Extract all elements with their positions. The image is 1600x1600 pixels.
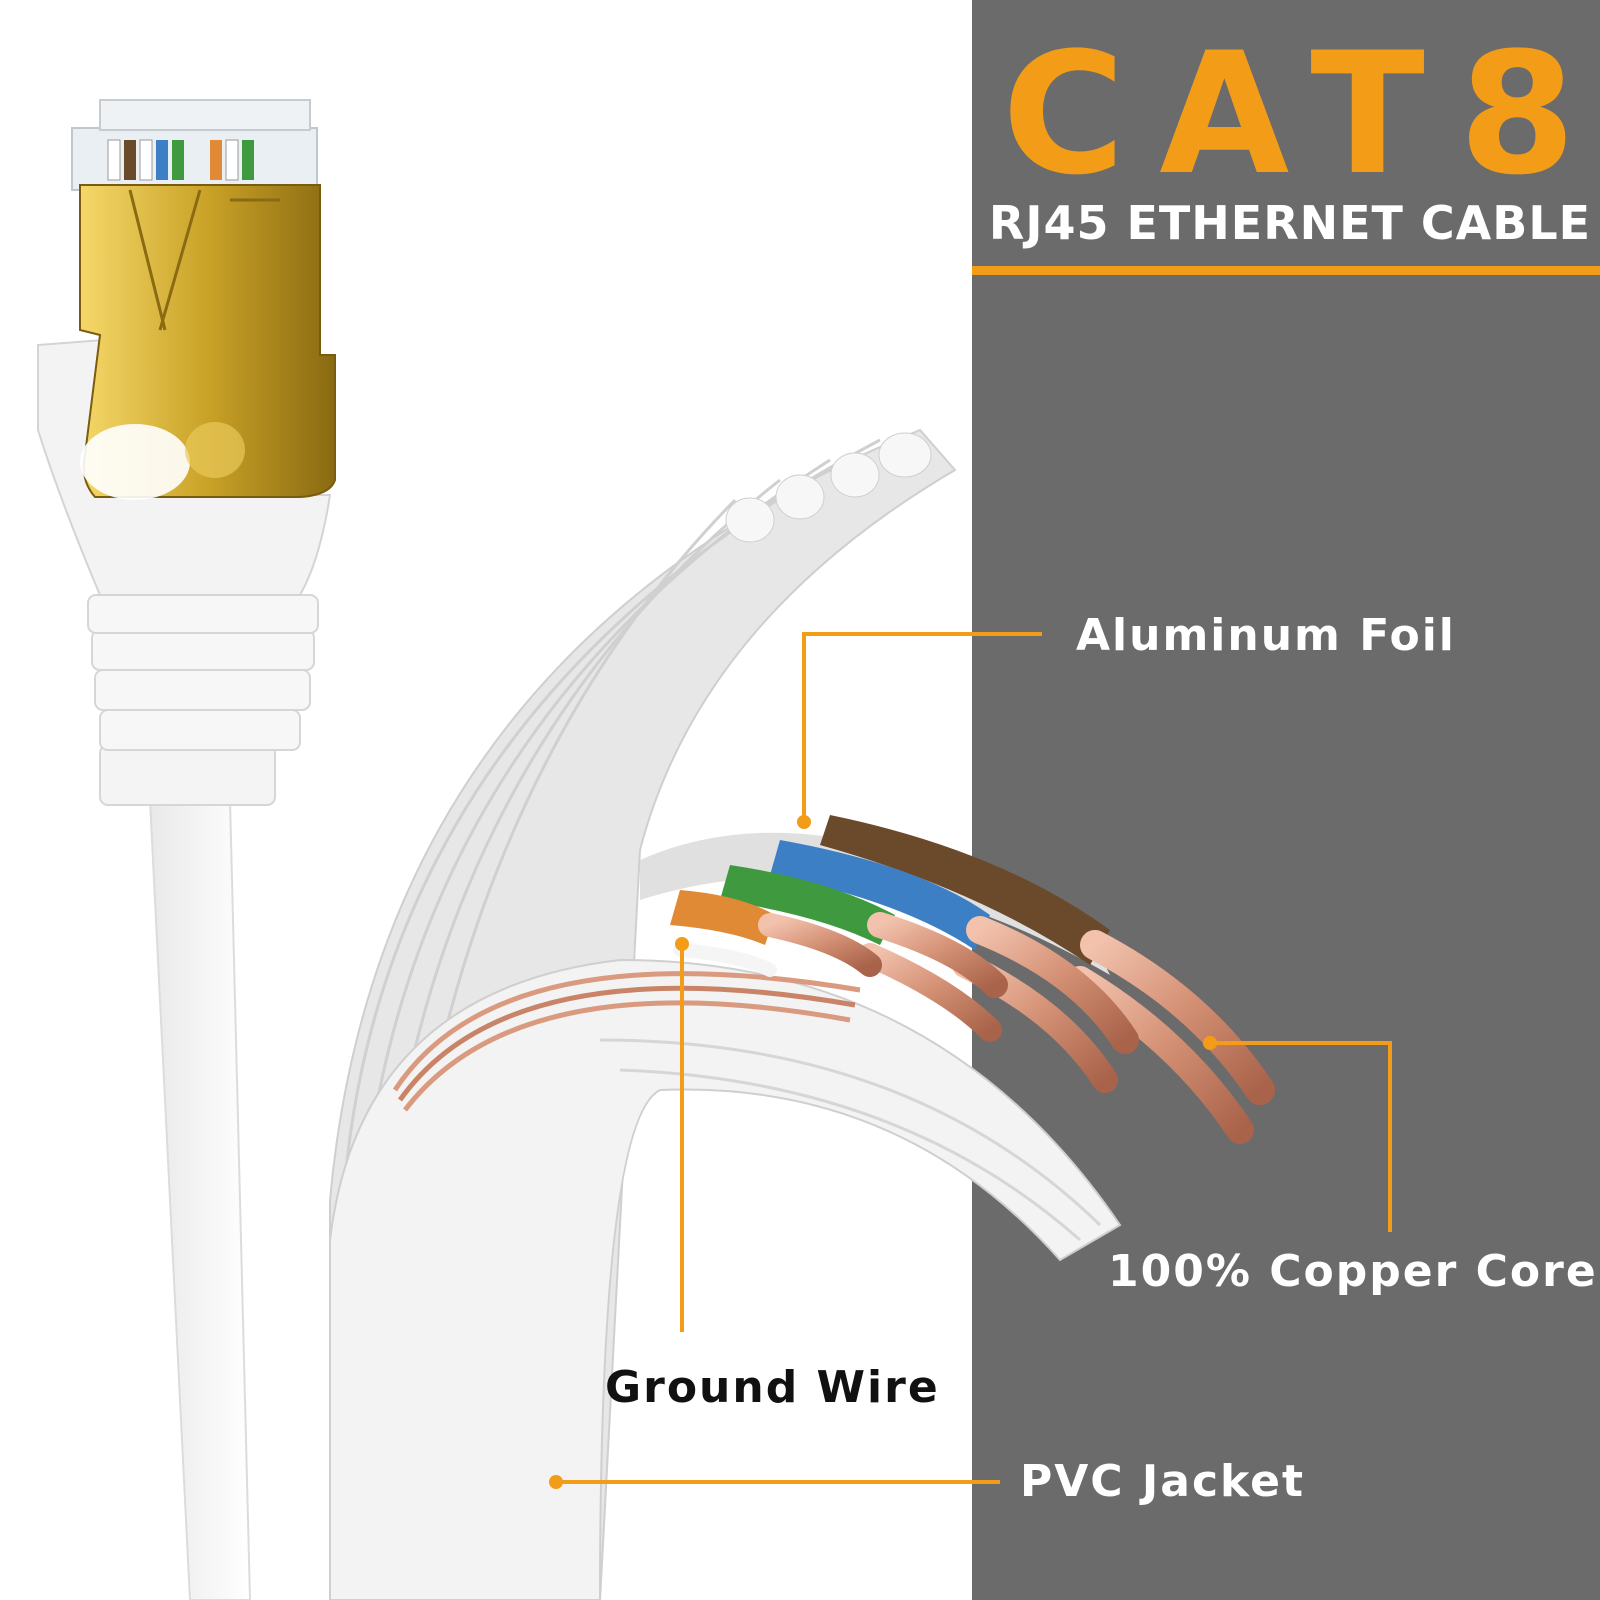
label-copper-core: 100% Copper Core: [1108, 1246, 1598, 1297]
label-pvc-jacket: PVC Jacket: [1020, 1456, 1306, 1507]
pvc-jacket-arch: [329, 958, 1122, 1600]
label-ground-wire: Ground Wire: [605, 1362, 940, 1413]
rj45-gold-plug: [71, 99, 336, 500]
title-underline: [972, 266, 1600, 275]
flat-cable-left: [148, 799, 252, 1600]
wire-bundle: [392, 815, 1275, 1144]
title: CAT8: [1002, 16, 1600, 212]
green-wire-insulation: [720, 865, 895, 945]
blue-wire-insulation: [770, 840, 990, 950]
label-aluminum-foil: Aluminum Foil: [1076, 610, 1456, 661]
subtitle: RJ45 ETHERNET CABLE: [988, 196, 1592, 250]
orange-wire-insulation: [670, 890, 775, 945]
brown-wire-insulation: [820, 815, 1110, 965]
callout-leaders: [549, 632, 1392, 1489]
